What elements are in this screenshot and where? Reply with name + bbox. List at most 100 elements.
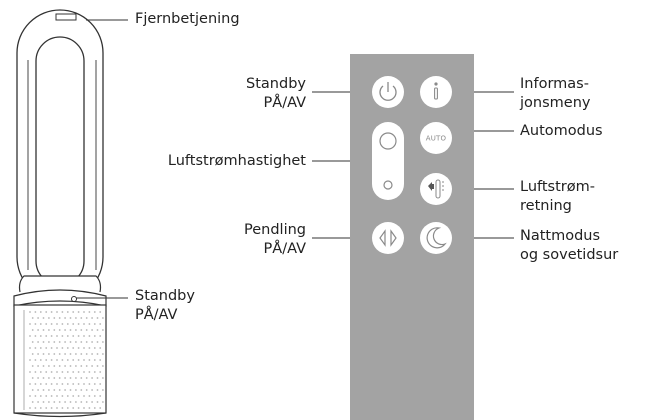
perforation-dot bbox=[31, 353, 34, 355]
perforation-dot bbox=[45, 383, 48, 385]
label-nattmodus: Nattmodus og sovetidsur bbox=[520, 227, 618, 265]
remote-night-mode-button[interactable] bbox=[420, 222, 452, 254]
label-pendling-line1: Pendling bbox=[244, 222, 306, 238]
speed-up-icon bbox=[379, 132, 397, 150]
info-icon bbox=[434, 82, 438, 100]
perforation-dot bbox=[102, 377, 104, 379]
perforation-dot bbox=[75, 341, 77, 343]
perforation-dot bbox=[37, 401, 39, 403]
perforation-dot bbox=[29, 311, 31, 313]
perforation-dot bbox=[96, 341, 99, 343]
perforation-dot bbox=[56, 311, 58, 313]
perforation-dot bbox=[48, 365, 50, 367]
perforation-dot bbox=[56, 371, 58, 373]
perforation-dot bbox=[80, 341, 83, 343]
perforation-dot bbox=[91, 401, 93, 403]
perforation-dot bbox=[80, 317, 83, 319]
perforation-dot bbox=[88, 347, 91, 349]
perforation-dot bbox=[50, 347, 53, 349]
label-automodus: Automodus bbox=[520, 123, 603, 139]
perforation-dot bbox=[50, 407, 53, 409]
perforation-dot bbox=[85, 341, 88, 343]
perforation-dot bbox=[37, 329, 39, 331]
perforation-dot bbox=[34, 383, 37, 385]
speed-down-icon bbox=[383, 180, 393, 190]
perforation-dot bbox=[34, 371, 37, 373]
perforation-dot bbox=[72, 407, 75, 409]
remote-airflow-speed-button[interactable] bbox=[372, 122, 404, 200]
remote-standby-button[interactable] bbox=[372, 76, 404, 108]
perforation-dot bbox=[42, 341, 45, 343]
perforation-dot bbox=[64, 329, 66, 331]
perforation-dot bbox=[50, 395, 53, 397]
remote-airflow-direction-button[interactable] bbox=[420, 173, 452, 205]
perforation-dot bbox=[64, 365, 66, 367]
perforation-dot bbox=[102, 401, 104, 403]
perforation-dot bbox=[48, 389, 50, 391]
remote-control: AUTO bbox=[350, 54, 474, 420]
perforation-dot bbox=[75, 353, 77, 355]
perforation-dot bbox=[64, 317, 66, 319]
perforation-dot bbox=[34, 311, 37, 313]
perforation-dot bbox=[39, 407, 42, 409]
perforation-dot bbox=[37, 389, 39, 391]
label-fjernbetjening: Fjernbetjening bbox=[135, 11, 240, 27]
perforation-dot bbox=[88, 383, 91, 385]
perforation-dot bbox=[96, 353, 99, 355]
perforation-dot bbox=[77, 335, 80, 337]
perforation-dot bbox=[99, 323, 102, 325]
perforation-dot bbox=[39, 335, 42, 337]
perforation-dot bbox=[83, 311, 85, 313]
perforation-dot bbox=[75, 401, 77, 403]
perforation-dot bbox=[75, 389, 77, 391]
label-pendling: Pendling PÅ/AV bbox=[200, 221, 306, 259]
perforation-dot bbox=[56, 407, 58, 409]
perforation-dot bbox=[61, 323, 64, 325]
remote-oscillation-button[interactable] bbox=[372, 222, 404, 254]
perforation-dot bbox=[58, 353, 61, 355]
perforation-dot bbox=[83, 407, 85, 409]
perforation-dot bbox=[72, 335, 75, 337]
perforation-dot bbox=[53, 317, 56, 319]
perforation-dot bbox=[39, 359, 42, 361]
perforation-dot bbox=[83, 347, 85, 349]
perforation-dot bbox=[69, 329, 72, 331]
perforation-dot bbox=[37, 317, 39, 319]
perforation-dot bbox=[61, 347, 64, 349]
perforation-dot bbox=[58, 401, 61, 403]
perforation-dot bbox=[75, 377, 77, 379]
label-informasjonsmeny: Informas- jonsmeny bbox=[520, 75, 590, 113]
label-luftstrom-retning-line2: retning bbox=[520, 198, 572, 214]
label-standby-fan-line2: PÅ/AV bbox=[135, 307, 178, 323]
perforation-dot bbox=[99, 395, 102, 397]
filter-perforation bbox=[29, 311, 104, 409]
perforation-dot bbox=[72, 311, 75, 313]
perforation-dot bbox=[42, 377, 45, 379]
perforation-dot bbox=[58, 341, 61, 343]
remote-info-button[interactable] bbox=[420, 76, 452, 108]
perforation-dot bbox=[29, 371, 31, 373]
perforation-dot bbox=[29, 359, 31, 361]
label-nattmodus-line1: Nattmodus bbox=[520, 228, 601, 244]
label-standby-fan-line1: Standby bbox=[135, 288, 195, 304]
perforation-dot bbox=[69, 353, 72, 355]
perforation-dot bbox=[99, 359, 102, 361]
label-luftstrom-retning: Luftstrøm- retning bbox=[520, 178, 595, 216]
perforation-dot bbox=[66, 323, 69, 325]
perforation-dot bbox=[56, 383, 58, 385]
perforation-dot bbox=[64, 341, 66, 343]
perforation-dot bbox=[77, 395, 80, 397]
label-nattmodus-line2: og sovetidsur bbox=[520, 247, 619, 263]
perforation-dot bbox=[45, 335, 48, 337]
perforation-dot bbox=[66, 335, 69, 337]
perforation-dot bbox=[48, 329, 50, 331]
perforation-dot bbox=[29, 335, 31, 337]
perforation-dot bbox=[75, 329, 77, 331]
perforation-dot bbox=[80, 389, 83, 391]
label-pendling-line2: PÅ/AV bbox=[263, 241, 306, 257]
label-luftstrom-retning-line1: Luftstrøm- bbox=[520, 179, 595, 195]
perforation-dot bbox=[42, 353, 45, 355]
remote-auto-button[interactable]: AUTO bbox=[420, 122, 452, 154]
perforation-dot bbox=[99, 335, 102, 337]
